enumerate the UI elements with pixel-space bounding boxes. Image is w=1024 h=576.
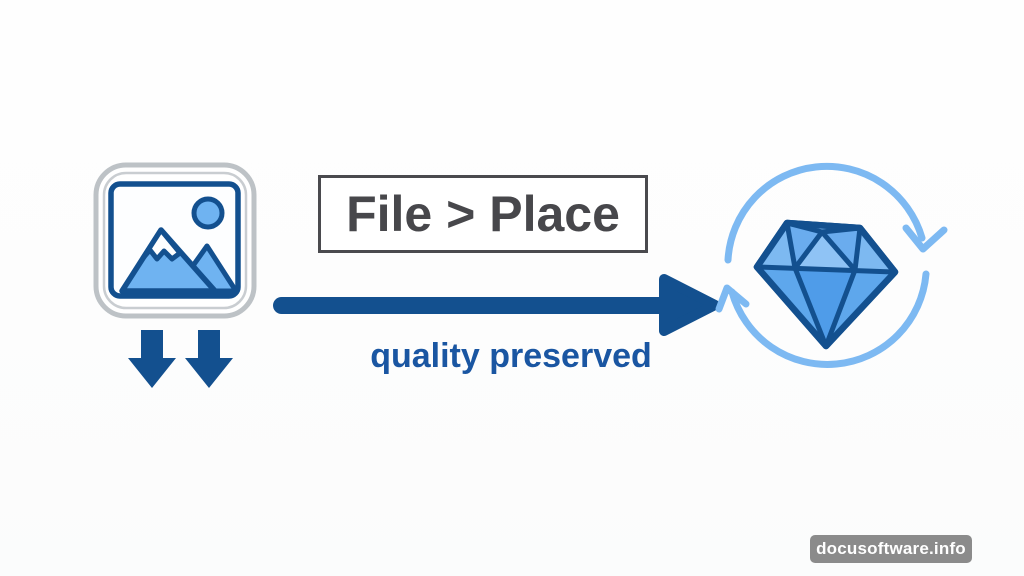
down-arrow-icon (185, 330, 233, 388)
diamond-facet (795, 268, 855, 346)
double-down-arrows-icon (128, 330, 233, 388)
arrow-shaft (273, 297, 678, 314)
watermark-badge: docusoftware.info (810, 535, 972, 563)
diamond-facet (822, 228, 860, 270)
file-place-label: File > Place (346, 186, 620, 242)
diamond-facet (795, 232, 855, 270)
diamond-sync-group (715, 162, 948, 368)
snow-cap (140, 227, 183, 262)
diamond-facet (787, 223, 822, 268)
sync-arrowhead-left (715, 284, 750, 313)
down-arrow-icon (128, 330, 176, 388)
sync-arc-top (724, 162, 926, 264)
diamond-outline-top (753, 219, 899, 350)
sync-arrowhead-right (902, 224, 948, 253)
sync-arc-bottom (728, 270, 930, 368)
right-arrow-icon (273, 274, 720, 336)
diamond-icon (753, 219, 899, 350)
icon-inner-frame (102, 171, 248, 310)
large-mountain-icon (119, 227, 218, 294)
file-place-menu-box: File > Place (318, 175, 648, 253)
image-file-icon (93, 162, 257, 319)
sun-icon (191, 196, 225, 230)
quality-preserved-caption: quality preserved (370, 337, 652, 375)
arrow-head (659, 274, 720, 336)
circular-sync-arrows-icon (715, 162, 948, 368)
